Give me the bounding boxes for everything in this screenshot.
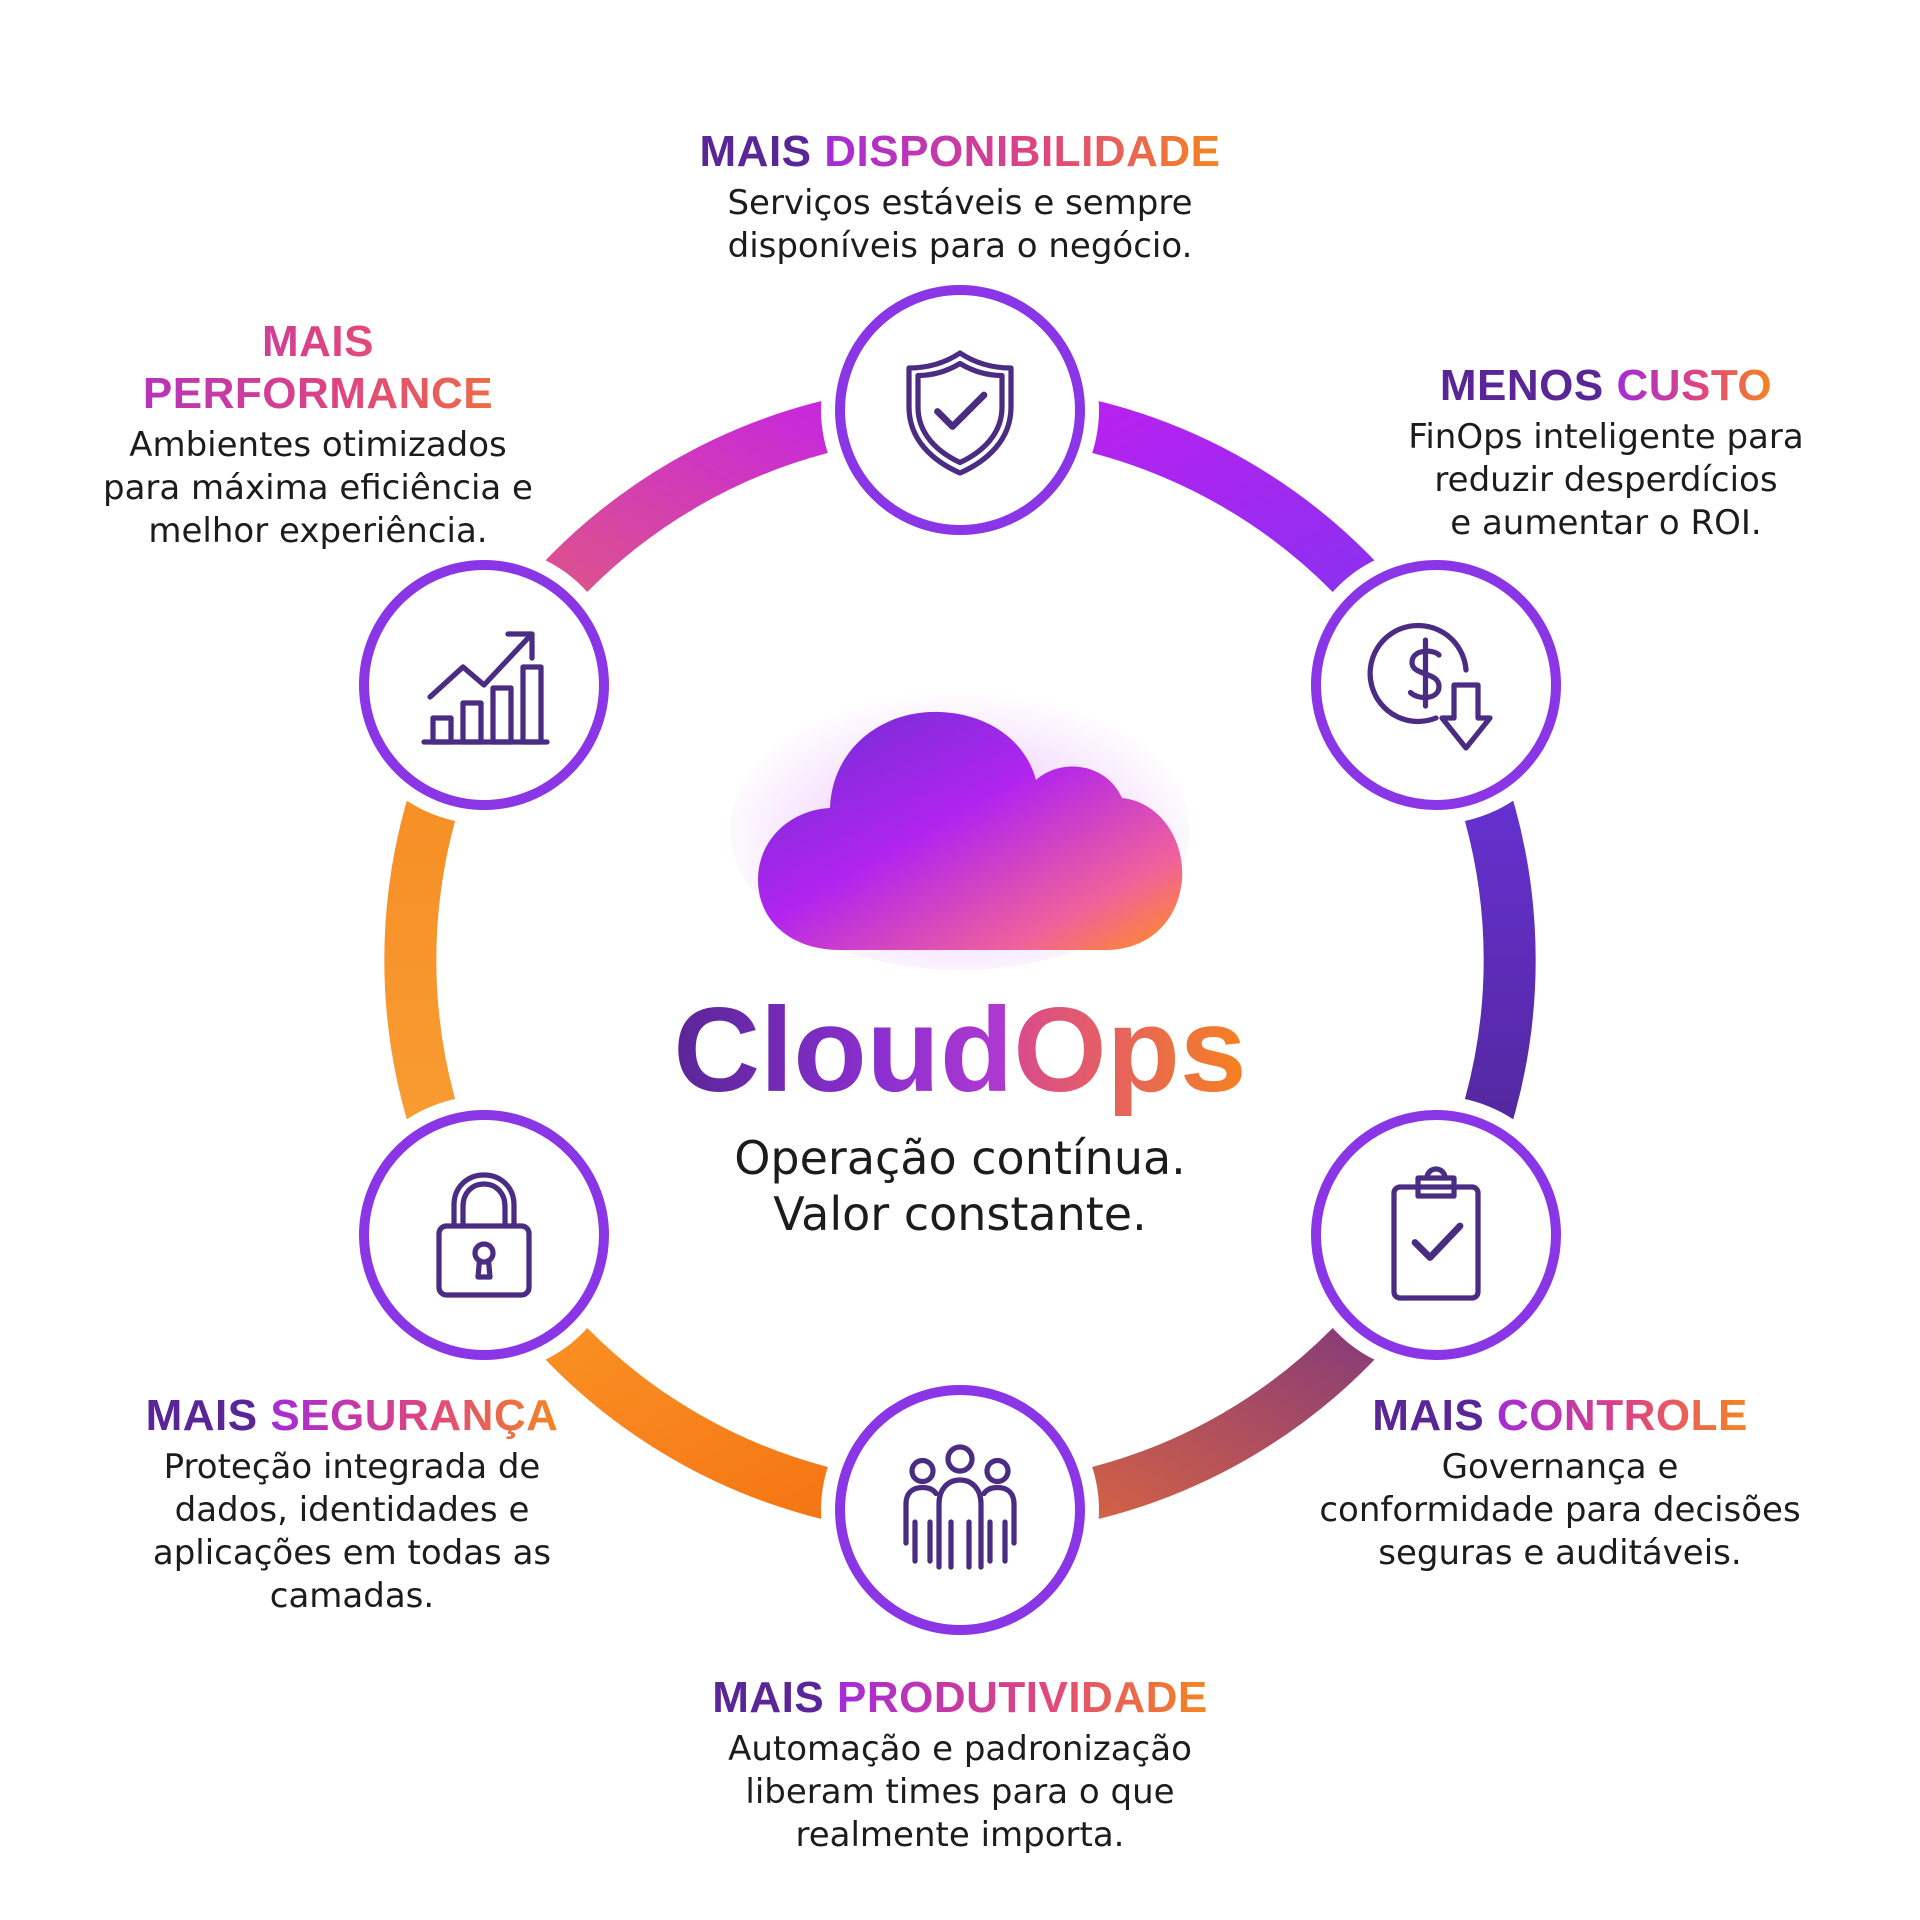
title-word2: DISPONIBILIDADE bbox=[824, 127, 1221, 176]
title-produtividade: MAIS PRODUTIVIDADE bbox=[610, 1672, 1310, 1724]
title-word2: CONTROLE bbox=[1496, 1391, 1748, 1440]
label-controle: MAIS CONTROLE Governança e conformidade … bbox=[1240, 1390, 1880, 1575]
title-seguranca: MAIS SEGURANÇA bbox=[72, 1390, 632, 1442]
growth-chart-icon bbox=[421, 631, 550, 745]
title-custo: MENOS CUSTO bbox=[1306, 360, 1906, 412]
title-word1: MAIS bbox=[48, 316, 588, 368]
title-word2: PERFORMANCE bbox=[48, 368, 588, 420]
node-disponibilidade bbox=[835, 285, 1085, 535]
tagline-line2: Valor constante. bbox=[773, 1187, 1147, 1241]
desc-produtividade: Automação e padronização liberam times p… bbox=[728, 1729, 1192, 1855]
desc-seguranca: Proteção integrada de dados, identidades… bbox=[152, 1447, 552, 1616]
padlock-icon bbox=[436, 1172, 532, 1298]
node-performance bbox=[359, 560, 609, 810]
node-custo bbox=[1311, 560, 1561, 810]
label-custo: MENOS CUSTO FinOps inteligente para redu… bbox=[1306, 360, 1906, 545]
node-controle bbox=[1311, 1110, 1561, 1360]
team-icon bbox=[903, 1444, 1017, 1570]
shield-check-icon bbox=[906, 350, 1014, 476]
title-word1: MAIS bbox=[1372, 1391, 1485, 1440]
title-word2: PRODUTIVIDADE bbox=[836, 1673, 1208, 1722]
desc-controle: Governança e conformidade para decisões … bbox=[1319, 1447, 1801, 1573]
title-word1: MAIS bbox=[712, 1673, 825, 1722]
title-word1: MAIS bbox=[145, 1391, 258, 1440]
label-disponibilidade: MAIS DISPONIBILIDADE Serviços estáveis e… bbox=[610, 126, 1310, 268]
title-controle: MAIS CONTROLE bbox=[1240, 1390, 1880, 1442]
node-produtividade bbox=[835, 1385, 1085, 1635]
cloud-icon bbox=[730, 690, 1190, 970]
title-word1: MAIS bbox=[699, 127, 812, 176]
title-disponibilidade: MAIS DISPONIBILIDADE bbox=[610, 126, 1310, 178]
tagline: Operação contínua. Valor constante. bbox=[734, 1130, 1186, 1242]
desc-performance: Ambientes otimizados para máxima eficiên… bbox=[103, 425, 533, 551]
brand-part1: Cloud bbox=[673, 983, 1014, 1117]
clipboard-check-icon bbox=[1391, 1166, 1481, 1301]
node-seguranca bbox=[359, 1110, 609, 1360]
desc-disponibilidade: Serviços estáveis e sempre disponíveis p… bbox=[727, 183, 1193, 266]
brand-title: CloudOps bbox=[673, 985, 1246, 1115]
brand-part2: Ops bbox=[1013, 983, 1247, 1117]
title-word2: SEGURANÇA bbox=[270, 1391, 559, 1440]
label-produtividade: MAIS PRODUTIVIDADE Automação e padroniza… bbox=[610, 1672, 1310, 1857]
desc-custo: FinOps inteligente para reduzir desperdí… bbox=[1408, 417, 1804, 543]
tagline-line1: Operação contínua. bbox=[734, 1131, 1186, 1185]
label-seguranca: MAIS SEGURANÇA Proteção integrada de dad… bbox=[72, 1390, 632, 1618]
dollar-down-icon bbox=[1367, 622, 1493, 751]
title-word1: MENOS bbox=[1439, 361, 1604, 410]
title-word2: CUSTO bbox=[1616, 361, 1773, 410]
